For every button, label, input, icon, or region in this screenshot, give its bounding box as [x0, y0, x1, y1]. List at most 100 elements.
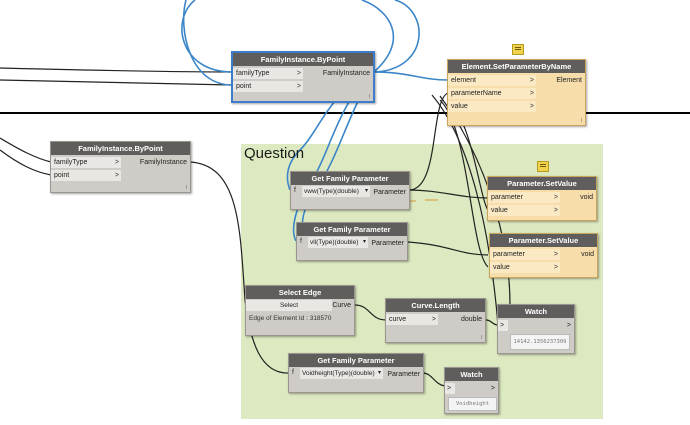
output-port-void[interactable]: void	[580, 194, 593, 201]
node-title: Get Family Parameter	[289, 354, 423, 367]
input-port-curve[interactable]: curve>	[386, 314, 438, 325]
output-port[interactable]: >	[490, 385, 495, 392]
wire[interactable]	[422, 372, 446, 387]
output-port-familyinstance[interactable]: FamilyInstance	[139, 159, 187, 166]
port-label: point	[236, 83, 252, 90]
dropdown-value: vww(Type)(double)	[304, 188, 359, 195]
wire-selected[interactable]	[361, 0, 395, 73]
node-parameter-setvalue[interactable]: Parameter.SetValue parameter > value> voi…	[489, 233, 598, 278]
chevron-right-icon: >	[529, 90, 534, 97]
output-port-parameter[interactable]: Parameter	[371, 240, 404, 247]
wire[interactable]	[189, 161, 291, 374]
input-port-point[interactable]: point >	[233, 81, 303, 92]
node-familyinstance-bypoint[interactable]: FamilyInstance.ByPoint familyType> point…	[231, 51, 375, 103]
output-port-familyinstance[interactable]: FamilyInstance	[322, 70, 370, 77]
wire-selected[interactable]	[181, 0, 233, 73]
parameter-dropdown[interactable]: vll(Type)(double)▾	[308, 237, 368, 248]
input-port[interactable]: >	[498, 320, 508, 331]
input-port-value[interactable]: value>	[490, 262, 560, 273]
input-port[interactable]: >	[445, 383, 455, 394]
node-title: Watch	[445, 368, 498, 381]
node-title: Parameter.SetValue	[490, 234, 597, 247]
wire[interactable]	[485, 319, 499, 326]
port-label: curve	[389, 316, 407, 323]
output-port-curve[interactable]: Curve	[332, 302, 351, 309]
node-title: Watch	[498, 305, 574, 318]
port-label: value	[451, 103, 468, 110]
input-port-parameter[interactable]: parameter>	[488, 192, 560, 203]
node-title: Element.SetParameterByName	[448, 60, 585, 73]
chevron-right-icon: >	[296, 70, 301, 77]
parameter-dropdown[interactable]: vww(Type)(double) ▾	[302, 186, 370, 197]
node-select-edge[interactable]: Select Edge Select Curve Edge of Element…	[245, 285, 355, 336]
output-port-double[interactable]: double	[460, 316, 482, 323]
lacing-indicator: l	[185, 185, 187, 191]
port-label: value	[491, 207, 508, 214]
chevron-right-icon: >	[553, 251, 558, 258]
port-label: point	[54, 172, 70, 179]
input-port-value[interactable]: value>	[448, 101, 536, 112]
wire-selected[interactable]	[182, 0, 233, 86]
note-icon[interactable]	[512, 44, 524, 55]
port-label: parameter	[491, 194, 523, 201]
wire[interactable]	[0, 79, 233, 86]
node-title: Parameter.SetValue	[488, 177, 596, 190]
wire[interactable]	[431, 94, 499, 326]
output-port-element[interactable]: Element	[556, 77, 582, 84]
input-port-point[interactable]: point >	[51, 170, 121, 181]
node-title: Select Edge	[246, 286, 354, 299]
wire[interactable]	[408, 189, 489, 199]
input-port-familytype[interactable]: familyType>	[233, 68, 303, 79]
node-get-family-parameter[interactable]: Get Family Parameter f Voidheight(Type)(…	[288, 353, 424, 393]
chevron-right-icon: >	[114, 172, 119, 179]
output-port-parameter[interactable]: Parameter	[387, 371, 420, 378]
wire[interactable]	[354, 304, 387, 321]
parameter-dropdown[interactable]: Voidheight(Type)(double)▾	[300, 368, 383, 379]
node-watch[interactable]: Watch > > 14142.1356237309	[497, 304, 575, 354]
node-familyinstance-bypoint[interactable]: FamilyInstance.ByPoint familyType> point…	[50, 141, 191, 193]
input-port-element[interactable]: element>	[448, 75, 536, 86]
selection-info: Edge of Element Id : 318570	[249, 315, 332, 322]
watch-value: Voidheight	[448, 397, 497, 411]
wire[interactable]	[0, 137, 52, 163]
output-port-void[interactable]: void	[581, 251, 594, 258]
port-label: element	[451, 77, 476, 84]
chevron-down-icon: ▾	[362, 239, 366, 245]
output-port-parameter[interactable]: Parameter	[373, 189, 406, 196]
lacing-indicator: l	[480, 335, 482, 341]
node-watch[interactable]: Watch > > Voidheight	[444, 367, 499, 414]
select-button[interactable]: Select	[246, 300, 332, 311]
flag-indicator: f	[292, 369, 294, 376]
input-port-parameter[interactable]: parameter >	[490, 249, 560, 260]
port-label: familyType	[54, 159, 88, 166]
node-element-setparameterbyname[interactable]: Element.SetParameterByName element> para…	[447, 59, 586, 126]
node-get-family-parameter[interactable]: Get Family Parameter f vll(Type)(double)…	[296, 222, 408, 261]
wire-selected[interactable]	[373, 71, 449, 81]
dropdown-value: vll(Type)(double)	[310, 239, 359, 246]
note-icon[interactable]	[537, 161, 549, 172]
chevron-down-icon: ▾	[364, 188, 368, 194]
node-get-family-parameter[interactable]: Get Family Parameter f vww(Type)(double)…	[290, 171, 410, 210]
port-label: parameter	[493, 251, 525, 258]
node-parameter-setvalue[interactable]: Parameter.SetValue parameter> value > voi…	[487, 176, 597, 221]
wire-selected[interactable]	[373, 0, 420, 73]
wire[interactable]	[0, 67, 233, 73]
input-port-value[interactable]: value >	[488, 205, 560, 216]
node-curve-length[interactable]: Curve.Length curve> double l	[385, 298, 486, 343]
wire[interactable]	[407, 241, 489, 256]
port-label: parameterName	[451, 90, 502, 97]
node-title: Get Family Parameter	[297, 223, 407, 236]
chevron-down-icon: ▾	[377, 370, 381, 376]
wire[interactable]	[0, 149, 52, 176]
chevron-right-icon: >	[296, 83, 301, 90]
chevron-right-icon: >	[553, 207, 558, 214]
input-port-parametername[interactable]: parameterName >	[448, 88, 536, 99]
wire[interactable]	[408, 92, 449, 191]
output-port[interactable]: >	[566, 322, 571, 329]
node-title: Get Family Parameter	[291, 172, 409, 185]
flag-indicator: f	[300, 238, 302, 245]
lacing-indicator: l	[580, 118, 582, 124]
chevron-right-icon: >	[114, 159, 119, 166]
group-title[interactable]: Question	[244, 145, 305, 162]
input-port-familytype[interactable]: familyType >	[51, 157, 121, 168]
